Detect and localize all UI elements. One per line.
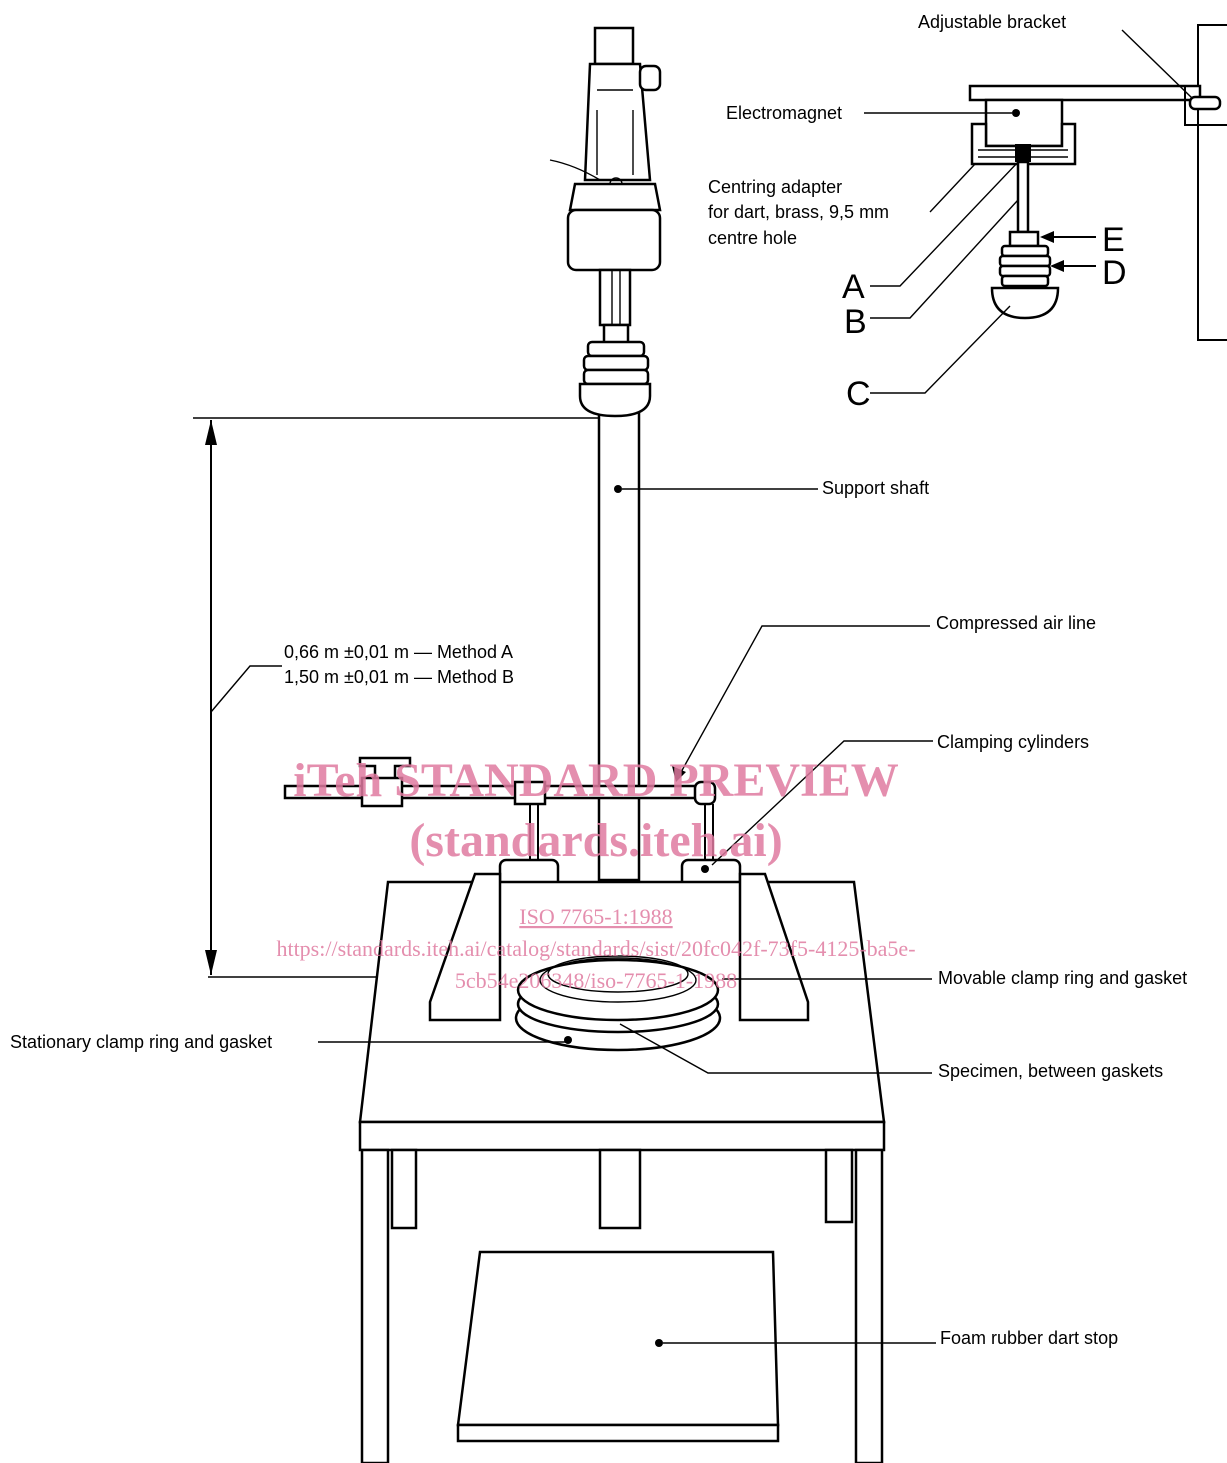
leader-cylinders <box>711 740 933 866</box>
watermark-url-line2[interactable]: 5cb54e206348/iso-7765-1-1988 <box>455 968 737 993</box>
dart-weight-d <box>1000 244 1050 258</box>
label-centring-adapter-1: Centring adapter <box>708 177 842 197</box>
leader-c <box>870 305 1011 394</box>
head-body <box>583 62 652 182</box>
label-adjustable-bracket: Adjustable bracket <box>918 12 1066 32</box>
bracket-slot <box>1188 95 1222 111</box>
bracket-post <box>1197 24 1227 341</box>
label-method-a: 0,66 m ±0,01 m — Method A <box>284 642 513 662</box>
label-compressed-air-line: Compressed air line <box>936 613 1096 633</box>
label-a: A <box>842 268 865 306</box>
label-c: C <box>846 375 871 413</box>
label-foam-rubber-dart-stop: Foam rubber dart stop <box>940 1328 1118 1348</box>
leg-front-left <box>360 1148 390 1463</box>
label-clamping-cylinders: Clamping cylinders <box>937 732 1089 752</box>
label-specimen: Specimen, between gaskets <box>938 1061 1163 1081</box>
centring-adapter <box>970 122 1077 166</box>
leader-a <box>870 159 1021 287</box>
movable-ring <box>516 958 720 1022</box>
leader-adjustable-bracket <box>1121 29 1193 99</box>
support-shaft-tube <box>597 398 641 882</box>
leader-specimen <box>619 1023 932 1074</box>
watermark-subtitle: (standards.iteh.ai) <box>409 814 782 867</box>
watermark-url-line1[interactable]: https://standards.iteh.ai/catalog/standa… <box>276 936 915 961</box>
leader-air-line <box>679 625 930 775</box>
label-centring-adapter-3: centre hole <box>708 228 797 248</box>
electromagnet-body <box>984 98 1064 148</box>
bracket-arm <box>968 84 1202 102</box>
label-b: B <box>844 303 867 341</box>
test-table <box>358 872 886 1463</box>
label-centring-adapter-2: for dart, brass, 9,5 mm <box>708 202 889 222</box>
label-d: D <box>1102 254 1127 292</box>
dart-shaft <box>1016 160 1030 234</box>
electromagnet-detail <box>968 24 1227 341</box>
valve-body <box>360 776 404 808</box>
head-top <box>593 26 635 66</box>
label-support-shaft: Support shaft <box>822 478 929 498</box>
collar <box>566 208 662 272</box>
rod-holder <box>598 268 632 327</box>
label-e: E <box>1102 221 1125 259</box>
label-electromagnet: Electromagnet <box>726 103 842 123</box>
dart-head <box>990 286 1060 320</box>
support-column <box>549 26 662 882</box>
leg-front-right <box>854 1148 884 1463</box>
foam-stop <box>456 1250 780 1427</box>
label-method-b: 1,50 m ±0,01 m — Method B <box>284 667 514 687</box>
leader-b <box>870 199 1019 319</box>
label-movable-clamp-ring: Movable clamp ring and gasket <box>938 968 1187 988</box>
watermark: iTeh STANDARD PREVIEW (standards.iteh.ai… <box>276 754 915 993</box>
label-stationary-clamp-ring: Stationary clamp ring and gasket <box>10 1032 272 1052</box>
table-apron <box>358 1120 886 1152</box>
watermark-standard-link[interactable]: ISO 7765-1:1988 <box>519 904 672 929</box>
watermark-title: iTeh STANDARD PREVIEW <box>293 754 898 807</box>
head-knob <box>638 64 662 92</box>
